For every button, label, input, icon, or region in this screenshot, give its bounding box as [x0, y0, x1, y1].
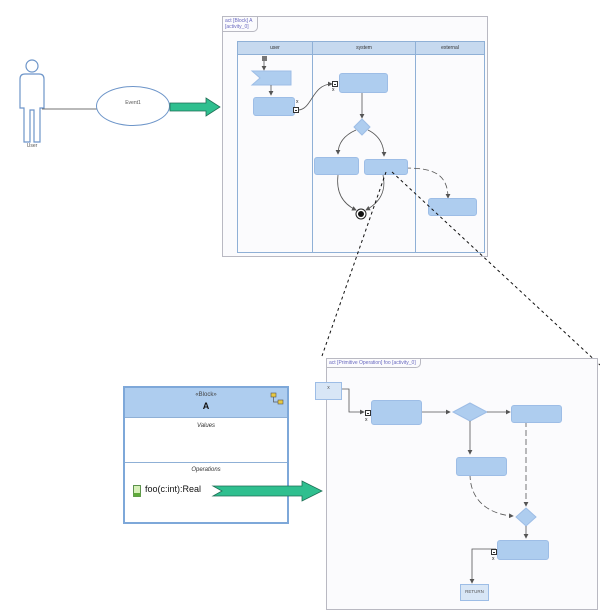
block-header: «Block» A — [125, 388, 287, 418]
action-system-left[interactable] — [314, 157, 359, 175]
values-title: Values — [196, 423, 216, 429]
activity-frame-tag-line1: act [Block] A — [225, 18, 253, 24]
lane-header-external[interactable]: external — [416, 42, 484, 55]
actor[interactable]: User — [12, 58, 52, 153]
lane-header-user[interactable]: user — [238, 42, 312, 55]
actor-label: User — [26, 143, 38, 149]
output-pin[interactable] — [491, 549, 497, 555]
pin-label: x — [365, 417, 368, 423]
operation-action-4[interactable] — [497, 540, 549, 560]
decision-node[interactable] — [353, 118, 371, 136]
accept-event-action[interactable] — [250, 70, 292, 86]
block-structure-icon — [270, 392, 284, 405]
pin-label: x — [296, 99, 299, 105]
operations-title: Operations — [191, 467, 221, 473]
values-compartment[interactable]: Values — [125, 418, 287, 463]
input-pin[interactable] — [332, 81, 338, 87]
lane-header-system[interactable]: system — [313, 42, 415, 55]
operation-action-1[interactable] — [371, 400, 422, 425]
action-system-right[interactable] — [364, 159, 408, 175]
block-name: A — [202, 401, 210, 411]
use-case-ellipse[interactable]: Event1 — [96, 86, 170, 126]
initial-node[interactable] — [262, 56, 267, 61]
activity-frame-tag-line2: [activity_0] — [225, 24, 249, 30]
use-case-label: Event1 — [125, 100, 141, 106]
parameter-label: x — [327, 385, 330, 391]
action-system[interactable] — [339, 73, 388, 93]
operation-action-2[interactable] — [511, 405, 562, 423]
activity-frame-tag: act [Block] A[activity_0] — [223, 17, 258, 32]
action-user[interactable] — [253, 97, 295, 116]
operation-signature: foo(c:int):Real — [145, 484, 202, 494]
block-a[interactable]: «Block» A Values Operations foo(c:int):R… — [123, 386, 289, 524]
lane-divider — [312, 42, 313, 252]
lane-divider — [415, 42, 416, 252]
pin-label: x — [332, 87, 335, 93]
operation-frame-tag: act [Primitive Operation] foo [activity_… — [327, 359, 421, 368]
operation-icon — [133, 485, 141, 497]
return-parameter-node[interactable]: RETURN — [460, 584, 489, 601]
return-label: RETURN — [465, 589, 484, 594]
input-pin[interactable] — [365, 410, 371, 416]
operations-compartment[interactable]: Operations foo(c:int):Real — [125, 464, 287, 522]
output-pin[interactable] — [293, 107, 299, 113]
block-stereotype: «Block» — [195, 392, 217, 398]
actor-figure-icon — [19, 59, 45, 143]
action-external[interactable] — [428, 198, 477, 216]
parameter-node[interactable]: x — [315, 382, 342, 400]
operation-action-3[interactable] — [456, 457, 507, 476]
pin-label: x — [492, 556, 495, 562]
